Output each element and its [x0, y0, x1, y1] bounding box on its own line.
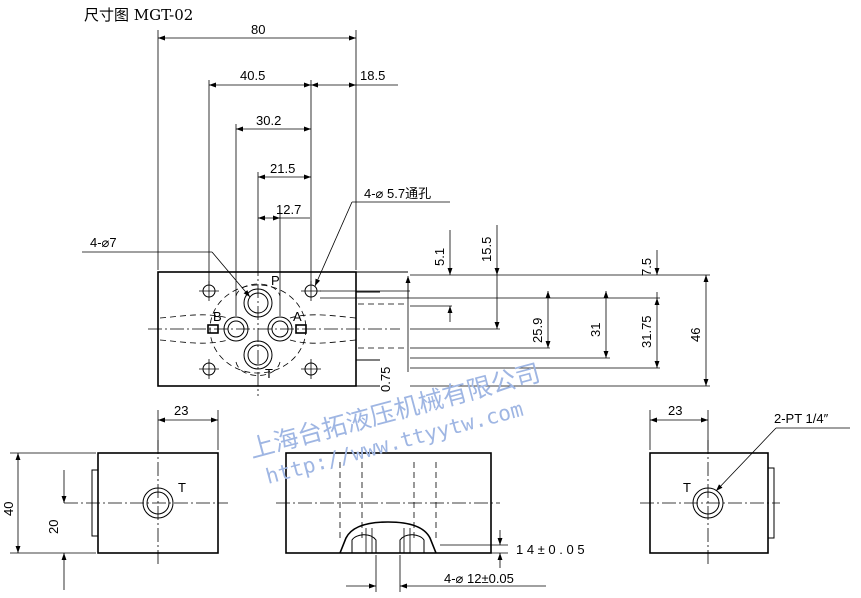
dim-12-7: 12.7: [276, 202, 301, 217]
right-port-inner: [696, 491, 720, 515]
locating-pin: [295, 324, 307, 334]
front-dim-slots: 4-⌀ 12±0.05: [444, 571, 514, 586]
right-dim-23: 23: [668, 403, 682, 418]
right-port-label: T: [683, 480, 691, 495]
front-dim-14: 1 4 ± 0 . 0 5: [516, 542, 585, 557]
front-view: 1 4 ± 0 . 0 5 4-⌀ 12±0.05: [276, 452, 585, 592]
drawing-title: 尺寸图 MGT-02: [84, 6, 193, 24]
watermark: 上海台拓液压机械有限公司 http://www.ttyytw.com: [246, 358, 543, 489]
port-label-b: B: [213, 309, 222, 324]
hole-note-7: 4-⌀7: [90, 235, 117, 250]
right-port-outer: [692, 487, 724, 519]
port-label-p: P: [271, 273, 280, 288]
port-p: [243, 288, 273, 318]
dim-30-2: 30.2: [256, 113, 281, 128]
left-view: T 23 40 20: [1, 403, 228, 590]
top-view: P B A T 80 40.5 18.5 30.2 21.5 12.7: [82, 22, 710, 396]
port-b: [223, 316, 249, 342]
left-port-outer: [142, 487, 174, 519]
port-a: [267, 316, 293, 342]
dim-21-5: 21.5: [270, 161, 295, 176]
dim-15-5: 15.5: [479, 237, 494, 262]
port-label-t: T: [265, 366, 273, 381]
dim-40-5: 40.5: [240, 68, 265, 83]
dim-18-5: 18.5: [360, 68, 385, 83]
hole-note-5-7: 4-⌀ 5.7通孔: [364, 186, 431, 201]
left-dim-40: 40: [1, 502, 16, 516]
mounting-hole: [199, 281, 219, 301]
dim-31: 31: [588, 323, 603, 337]
port-label-a: A: [293, 309, 302, 324]
bottom-boss: [339, 521, 437, 554]
dim-46: 46: [688, 328, 703, 342]
dim-0-75: 0.75: [378, 367, 393, 392]
dim-31-75: 31.75: [639, 315, 654, 348]
left-dim-20: 20: [46, 520, 61, 534]
left-port-label: T: [178, 480, 186, 495]
mounting-hole: [301, 281, 321, 301]
left-dim-23: 23: [174, 403, 188, 418]
side-extension: [356, 271, 408, 387]
mounting-hole: [199, 359, 219, 379]
left-port-inner: [146, 491, 170, 515]
dim-80: 80: [251, 22, 265, 37]
right-view: T 23 2-PT 1/4″: [640, 403, 850, 565]
dim-5-1: 5.1: [432, 248, 447, 266]
locating-pin: [207, 324, 219, 334]
port-t: [243, 340, 273, 370]
mounting-hole: [301, 359, 321, 379]
thread-note: 2-PT 1/4″: [774, 411, 829, 426]
dim-25-9: 25.9: [530, 318, 545, 343]
dim-7-5: 7.5: [639, 258, 654, 276]
